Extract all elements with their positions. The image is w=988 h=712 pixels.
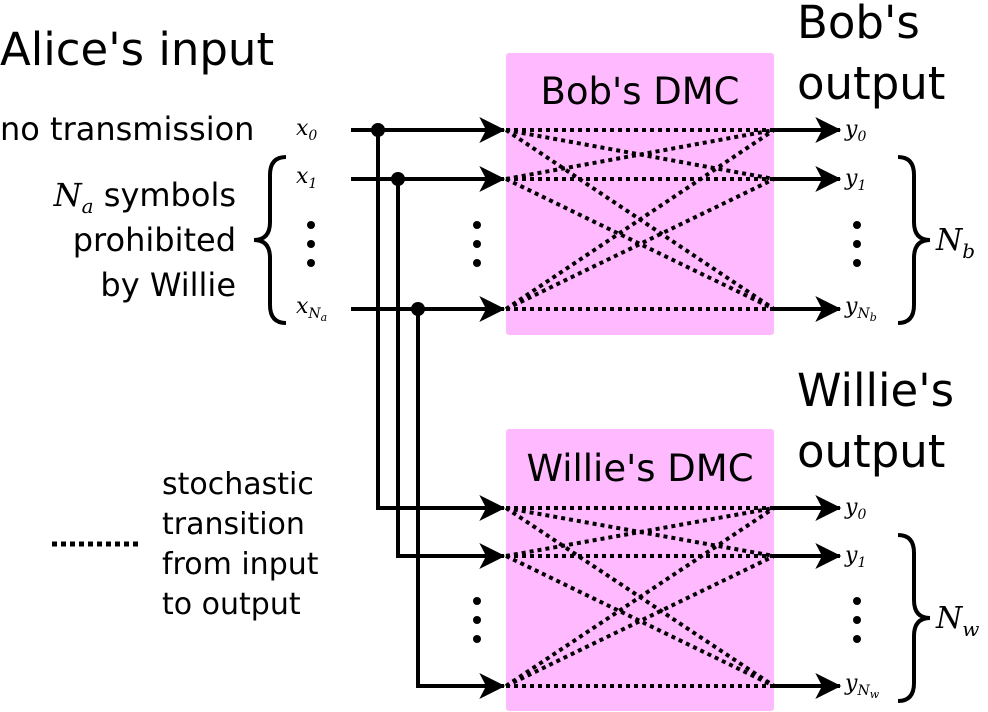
bob-y0-label: y0 [844,117,866,145]
willie-transitions [504,506,776,688]
willie-nw-label: Nw [935,601,979,641]
willie-output-title-line2: output [797,425,945,478]
symbols-text: symbols [94,176,236,214]
no-transmission-label: no transmission [0,110,254,148]
bob-nb-label: Nb [935,223,975,263]
svg-text:to output: to output [162,587,301,622]
xna-label: xNa [296,294,327,324]
svg-text:Na symbols: Na symbols [53,176,236,218]
x1-label: x1 [296,164,317,192]
bob-dmc-title: Bob's DMC [541,70,740,113]
svg-text:stochastic: stochastic [162,467,314,502]
junction-dots [371,123,425,316]
prohibited-symbols-label: Na symbols prohibited by Willie [53,176,236,304]
prohibited-text: prohibited [73,221,236,259]
bob-output-title-line2: output [797,57,945,110]
na-var: N [53,176,83,214]
bob-input-ellipsis [473,221,481,267]
left-brace [253,155,287,325]
willie-dmc-title: Willie's DMC [526,447,753,490]
bob-brace [897,155,931,325]
svg-text:transition: transition [162,507,305,542]
willie-output-title-line1: Willie's [797,364,954,417]
willie-output-ellipsis [853,597,861,643]
willie-ynw-label: yNw [844,671,880,701]
na-sub: a [82,194,94,218]
bob-ynb-label: yNb [844,294,877,324]
bob-transitions [504,128,776,311]
input-wiring [351,117,506,699]
willie-input-ellipsis [473,597,481,643]
output-arrows [774,117,842,699]
bob-y1-label: y1 [844,166,866,194]
willie-y1-label: y1 [844,543,866,571]
x-vertical-ellipsis [307,221,315,267]
bob-output-ellipsis [853,221,861,267]
x0-label: x0 [296,116,317,144]
alice-input-title: Alice's input [0,23,274,76]
bob-output-title-line1: Bob's [797,0,920,49]
willie-y0-label: y0 [844,495,866,523]
legend-text: stochastic transition from input to outp… [162,467,319,622]
svg-text:from input: from input [162,547,319,582]
willie-brace [897,533,931,703]
by-willie-text: by Willie [100,266,236,304]
